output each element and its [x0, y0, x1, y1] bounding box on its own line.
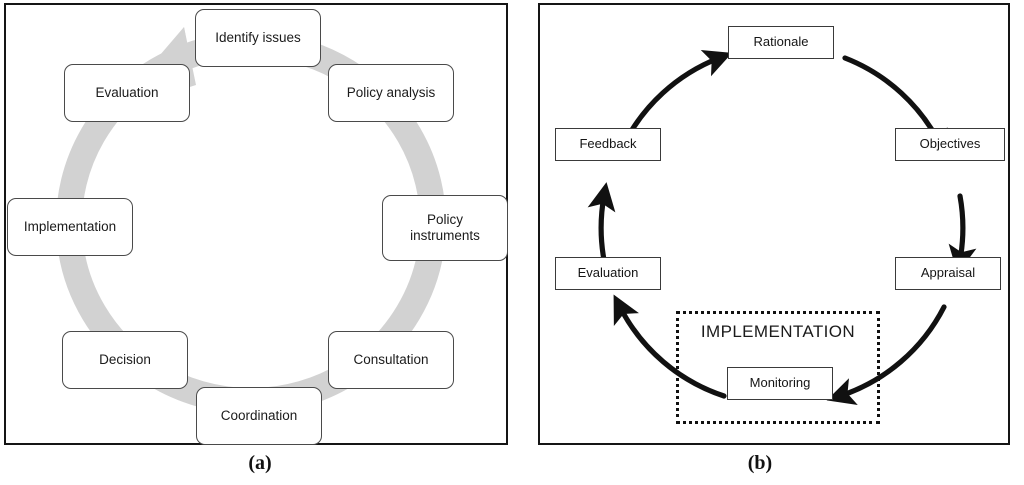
node-label: Implementation	[23, 219, 117, 235]
node-label: Evaluation	[577, 265, 639, 281]
node-label-line2: instruments	[410, 228, 480, 243]
node-label: Feedback	[579, 136, 637, 152]
node-consultation[interactable]: Consultation	[328, 331, 454, 389]
node-implementation[interactable]: Implementation	[7, 198, 133, 256]
panel-b-caption: (b)	[747, 452, 773, 474]
node-policy-instruments[interactable]: Policy instruments	[382, 195, 508, 261]
implementation-group-box	[676, 311, 880, 424]
node-label: Monitoring	[749, 375, 811, 391]
node-label: Evaluation	[95, 85, 159, 101]
node-label: Rationale	[753, 34, 809, 50]
node-evaluation[interactable]: Evaluation	[555, 257, 661, 290]
node-coordination[interactable]: Coordination	[196, 387, 322, 445]
node-label: Consultation	[353, 352, 429, 368]
node-label: Decision	[99, 352, 151, 368]
node-feedback[interactable]: Feedback	[555, 128, 661, 161]
panel-a: Identify issues Policy analysis Policy i…	[4, 3, 508, 445]
implementation-group-label: IMPLEMENTATION	[700, 322, 856, 341]
node-appraisal[interactable]: Appraisal	[895, 257, 1001, 290]
node-rationale[interactable]: Rationale	[728, 26, 834, 59]
node-policy-analysis[interactable]: Policy analysis	[328, 64, 454, 122]
node-label: Objectives	[919, 136, 981, 152]
panel-a-caption: (a)	[248, 452, 272, 474]
node-objectives[interactable]: Objectives	[895, 128, 1005, 161]
node-evaluation[interactable]: Evaluation	[64, 64, 190, 122]
node-label: Appraisal	[920, 265, 976, 281]
panel-b: IMPLEMENTATION Rationale Objectives Appr…	[538, 3, 1010, 445]
node-label: Identify issues	[215, 30, 301, 46]
node-label: Policy analysis	[346, 85, 436, 101]
node-identify-issues[interactable]: Identify issues	[195, 9, 321, 67]
node-label-line1: Policy	[426, 212, 463, 228]
node-monitoring[interactable]: Monitoring	[727, 367, 833, 400]
node-label: Coordination	[220, 408, 298, 424]
node-decision[interactable]: Decision	[62, 331, 188, 389]
